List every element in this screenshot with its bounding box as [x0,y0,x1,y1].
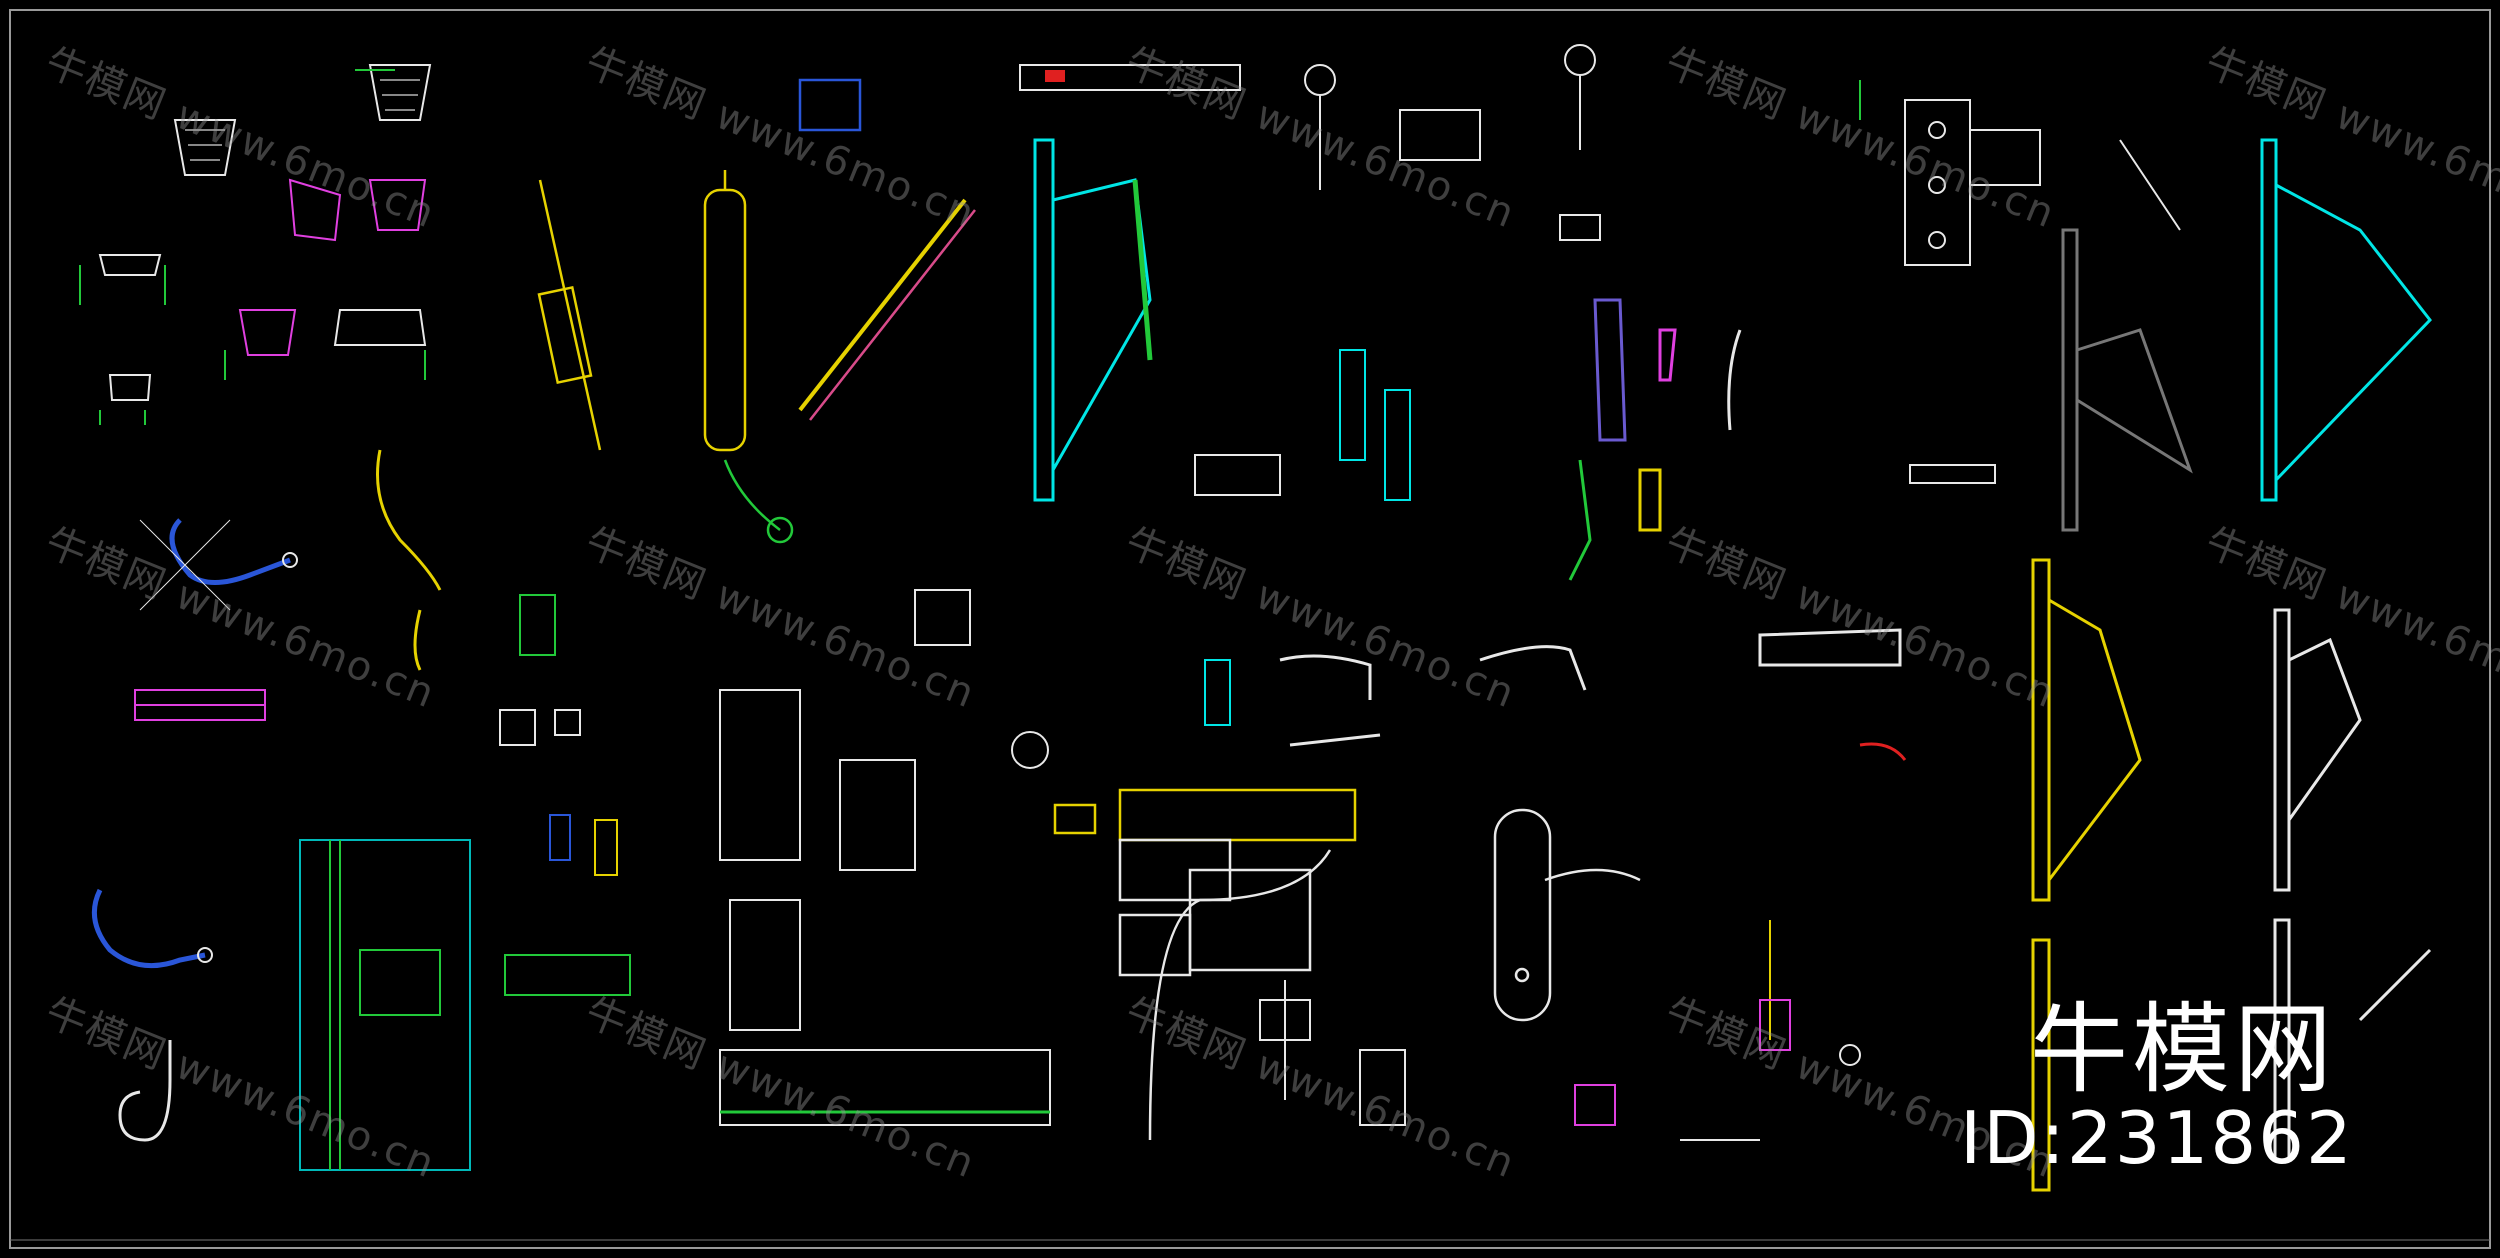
hinge-plate [1904,99,2041,266]
friction-stay-right [2031,138,2432,1192]
door-handle-plate [1493,808,1641,1022]
misc-parts [499,44,2181,1141]
cross-line-b [139,519,231,611]
gas-strut-group [537,78,976,544]
cable-yellow-2 [413,609,422,671]
drawing-frame [9,9,2491,1249]
friction-stay-cyan [1033,138,1153,502]
model-id: ID:231862 [1960,1096,2354,1180]
white-slot [1909,464,1996,484]
profile-section-group [299,594,1051,1171]
top-bar-inner [1045,70,1065,82]
window-actuator [1053,788,1357,1141]
mesh-bracket-group [79,64,432,425]
chain-group [91,518,298,969]
hook [118,1040,172,1142]
window-handle-group [1279,298,1907,761]
brand-logo-text: 牛模网 [2030,993,2337,1107]
cable-yellow [376,449,442,591]
top-bar-fitting [1019,64,1241,91]
